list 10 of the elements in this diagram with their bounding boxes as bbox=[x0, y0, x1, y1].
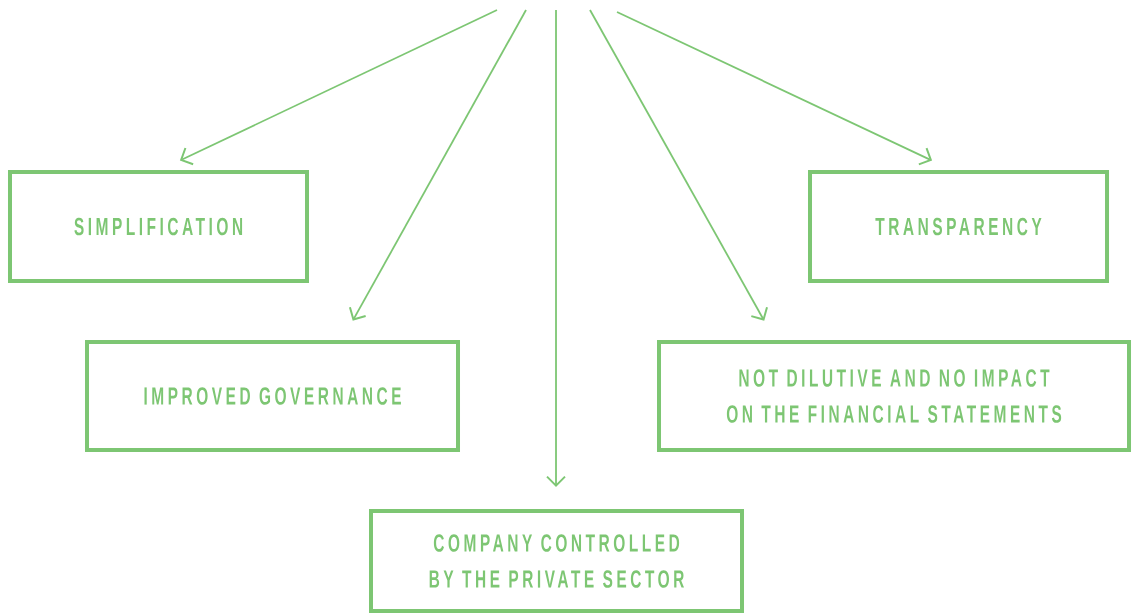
text-box: TRANSPARENCY bbox=[808, 170, 1109, 283]
arrow bbox=[179, 9, 498, 166]
text-box: SIMPLIFICATION bbox=[8, 170, 309, 283]
arrow bbox=[546, 9, 566, 487]
text-box: IMPROVED GOVERNANCE bbox=[85, 340, 460, 452]
arrow bbox=[589, 9, 768, 321]
text-box: NOT DILUTIVE AND NO IMPACT ON THE FINANCIAL STATEMENTS bbox=[657, 340, 1131, 452]
text-box: COMPANY CONTROLLED BY THE PRIVATE SECTOR bbox=[369, 509, 744, 613]
arrow bbox=[348, 9, 527, 321]
arrow bbox=[616, 11, 933, 166]
